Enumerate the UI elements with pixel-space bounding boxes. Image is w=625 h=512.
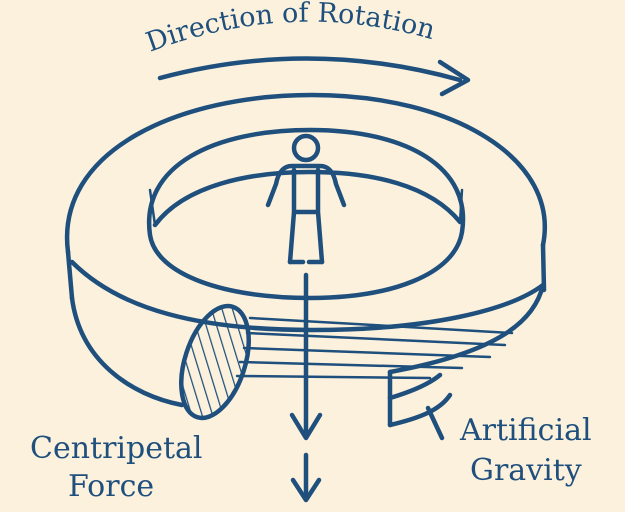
ring-left-wall (65, 249, 75, 301)
ring-outer-edge (64, 92, 547, 255)
gravity-label-line1: Artificial (459, 413, 592, 448)
ring-inner-wall-left (148, 188, 157, 227)
person-icon (265, 133, 347, 265)
ring-front-rim (69, 259, 546, 333)
rotation-label-text: Direction of Rotation (142, 0, 438, 58)
ring-inner-wall-right (458, 188, 464, 224)
gravity-label-line2: Gravity (470, 453, 582, 488)
ring-bottom-edge (69, 295, 185, 408)
ring-inner-floor (152, 169, 463, 228)
gravity-pointer (425, 405, 445, 441)
ring-hull-lines (235, 316, 514, 380)
centripetal-label-line2: Force (68, 469, 154, 504)
ring-cross-section (179, 303, 251, 421)
ring-cut-end (387, 282, 546, 428)
rotation-label: Direction of Rotation (142, 0, 438, 58)
centripetal-label-line1: Centripetal (30, 431, 203, 466)
rotation-arrow-icon (157, 56, 471, 97)
ring-inner-opening (146, 127, 466, 301)
force-arrow-icon (289, 272, 323, 503)
ring-right-wall (540, 242, 547, 293)
